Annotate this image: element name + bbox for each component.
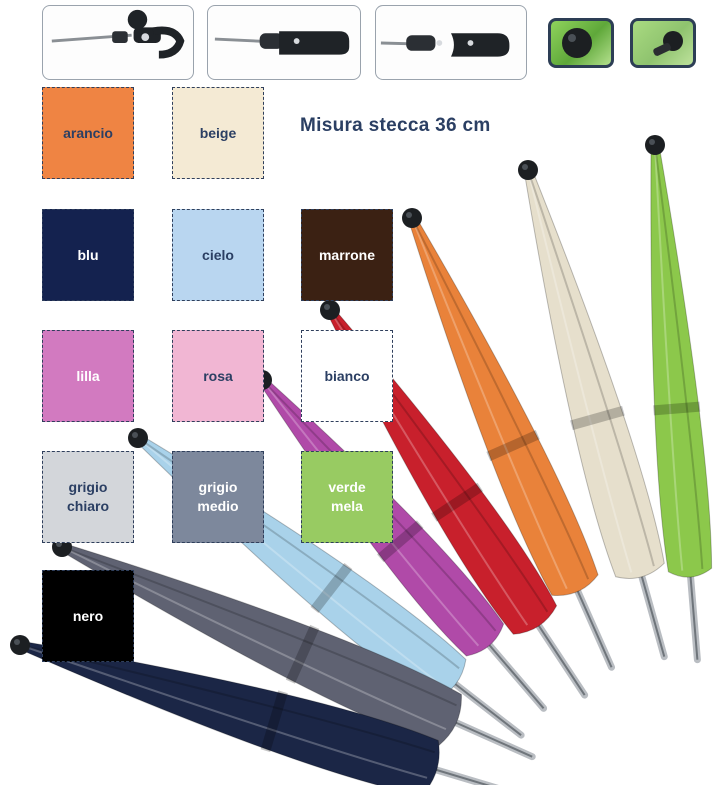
swatch-verde-mela[interactable]: verde mela xyxy=(301,451,393,543)
clamp-thumbnail-2 xyxy=(207,5,361,80)
umbrella-clamp-icon xyxy=(380,33,510,57)
swatch-label: verde mela xyxy=(328,479,366,514)
swatch-marrone[interactable]: marrone xyxy=(301,209,393,301)
umbrella-clamp-icon xyxy=(214,31,350,55)
umbrella-tip-knob-icon xyxy=(562,28,592,58)
swatch-cielo[interactable]: cielo xyxy=(172,209,264,301)
size-title: Misura stecca 36 cm xyxy=(300,115,491,136)
swatch-label: nero xyxy=(72,607,104,624)
swatch-label: grigio chiaro xyxy=(66,479,109,514)
umbrella-5 xyxy=(402,208,616,671)
swatch-rosa[interactable]: rosa xyxy=(172,330,264,422)
swatch-lilla[interactable]: lilla xyxy=(42,330,134,422)
swatch-label: grigio medio xyxy=(197,479,239,514)
swatch-grigio-chiaro[interactable]: grigio chiaro xyxy=(42,451,134,543)
swatch-label: marrone xyxy=(318,246,376,263)
swatch-label: arancio xyxy=(63,124,113,141)
clamp-thumbnail-1 xyxy=(42,5,194,80)
umbrella-clamp-icon xyxy=(51,9,185,59)
swatch-label: lilla xyxy=(76,367,100,384)
swatch-grigio-medio[interactable]: grigio medio xyxy=(172,451,264,543)
swatch-arancio[interactable]: arancio xyxy=(42,87,134,179)
umbrella-7 xyxy=(645,135,713,664)
swatch-label: bianco xyxy=(324,367,370,384)
knob-thumbnail-2 xyxy=(630,18,696,68)
swatch-blu[interactable]: blu xyxy=(42,209,134,301)
umbrella-0 xyxy=(10,635,499,785)
swatch-bianco[interactable]: bianco xyxy=(301,330,393,422)
swatch-label: rosa xyxy=(203,367,233,384)
swatch-beige[interactable]: beige xyxy=(172,87,264,179)
clamp-thumbnail-3 xyxy=(375,5,527,80)
umbrella-6 xyxy=(518,160,668,661)
swatch-label: beige xyxy=(199,124,237,141)
knob-thumbnail-1 xyxy=(548,18,614,68)
swatch-label: blu xyxy=(77,246,99,263)
swatch-nero[interactable]: nero xyxy=(42,570,134,662)
swatch-label: cielo xyxy=(202,246,234,263)
umbrella-tip-knob-icon xyxy=(633,21,693,65)
